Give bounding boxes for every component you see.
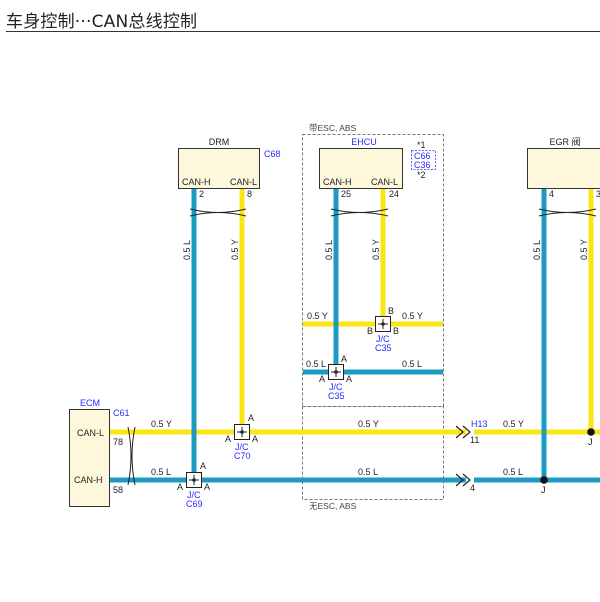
splice-j-lower-label: J	[541, 485, 546, 495]
jc69-name: J/C	[187, 490, 201, 500]
can-h-wires	[110, 189, 600, 483]
jc69-pin-right: A	[204, 482, 210, 492]
vertical-wire-labels: 0.5 L 0.5 Y 0.5 L 0.5 Y 0.5 L 0.5 Y	[182, 239, 589, 260]
jc35-lower-code: C35	[328, 391, 345, 401]
jc35-upper-right-label: 0.5 Y	[402, 311, 423, 321]
ecm-l-right-label: 0.5 Y	[503, 419, 524, 429]
drm-can-h-label: CAN-H	[182, 177, 211, 187]
ehcu-note-2: *2	[417, 170, 426, 180]
ecm-h-right-label: 0.5 L	[503, 467, 523, 477]
ehcu-module: EHCU CAN-H CAN-L 25 24 *1 C66 C36 *2	[319, 137, 436, 199]
ehcu-can-h-label: CAN-H	[323, 177, 352, 187]
ehcu-connector-c66: C66	[414, 151, 431, 161]
ehcu-connector-c36: C36	[414, 160, 431, 170]
ehcu-can-l-label: CAN-L	[371, 177, 398, 187]
drm-title: DRM	[209, 137, 230, 147]
header-divider	[6, 31, 600, 32]
junction-c35-lower: A A A J/C C35	[319, 354, 352, 401]
egr-title: EGR 阀	[549, 137, 580, 147]
ehcu-pin-l: 24	[389, 189, 399, 199]
region-label-without-esc: 无ESC, ABS	[309, 501, 357, 511]
jc35-upper-code: C35	[375, 343, 392, 353]
ehcu-h-wire-label: 0.5 L	[324, 240, 334, 260]
drm-twisted-pair-icon	[189, 208, 247, 217]
splice-j-upper-label: J	[588, 437, 593, 447]
splice-j-lower-dot	[540, 476, 548, 484]
region-label-with-esc: 带ESC, ABS	[309, 123, 357, 133]
ecm-pin-l: 78	[113, 437, 123, 447]
jc35-lower-name: J/C	[329, 382, 343, 392]
horizontal-wire-labels: 0.5 Y 0.5 Y 0.5 L 0.5 L 0.5 Y 0.5 Y 0.5 …	[151, 311, 524, 477]
h13-pin-h: 4	[470, 483, 475, 493]
ecm-l-left-label: 0.5 Y	[151, 419, 172, 429]
ecm-h-left-label: 0.5 L	[151, 467, 171, 477]
h13-can-l-chevron-icon	[455, 425, 471, 439]
jc35-lower-right-label: 0.5 L	[402, 359, 422, 369]
h13-code: H13	[471, 419, 488, 429]
jc69-pin-top: A	[200, 461, 206, 471]
splice-j-upper-dot	[587, 428, 595, 436]
drm-can-l-label: CAN-L	[230, 177, 257, 187]
page-title: 车身控制···CAN总线控制	[6, 12, 198, 32]
twisted-pair-symbols	[127, 208, 597, 486]
junction-c70: A A A J/C C70	[225, 413, 258, 461]
egr-twisted-pair-icon	[538, 208, 597, 217]
ecm-can-l-label: CAN-L	[77, 428, 104, 438]
ehcu-twisted-pair-icon	[330, 208, 389, 217]
ecm-h-mid-label: 0.5 L	[358, 467, 378, 477]
drm-l-wire-label: 0.5 Y	[230, 239, 240, 260]
egr-pin-h: 4	[549, 189, 554, 199]
ehcu-title: EHCU	[351, 137, 377, 147]
jc69-pin-left: A	[177, 482, 183, 492]
egr-module: EGR 阀 4 3	[527, 137, 600, 199]
drm-module: DRM C68 CAN-H CAN-L 2 8	[178, 137, 281, 199]
ehcu-pin-h: 25	[341, 189, 351, 199]
splice-points: J J	[540, 428, 595, 495]
jc70-pin-left: A	[225, 434, 231, 444]
ehcu-l-wire-label: 0.5 Y	[371, 239, 381, 260]
ecm-connector-code: C61	[113, 408, 130, 418]
drm-h-wire-label: 0.5 L	[182, 240, 192, 260]
jc35-lower-pin-top: A	[341, 354, 347, 364]
can-l-wires	[110, 189, 600, 435]
ecm-pin-h: 58	[113, 485, 123, 495]
inline-connector-h13: H13 11 4	[455, 419, 488, 493]
h13-pin-l: 11	[470, 435, 479, 445]
jc35-upper-pin-left: B	[367, 326, 373, 336]
ecm-title: ECM	[80, 398, 100, 408]
junction-c69: A A A J/C C69	[177, 461, 210, 509]
jc35-upper-pin-top: B	[388, 306, 394, 316]
jc70-code: C70	[234, 451, 251, 461]
jc35-upper-name: J/C	[376, 334, 390, 344]
jc35-lower-pin-left: A	[319, 374, 325, 384]
jc69-code: C69	[186, 499, 203, 509]
ecm-l-mid-label: 0.5 Y	[358, 419, 379, 429]
drm-connector-code: C68	[264, 149, 281, 159]
ecm-twisted-pair-icon	[127, 426, 136, 486]
jc35-lower-left-label: 0.5 L	[306, 359, 326, 369]
jc35-lower-pin-right: A	[346, 374, 352, 384]
ehcu-note-1: *1	[417, 140, 426, 150]
esc-abs-region-with	[302, 134, 444, 407]
drm-pin-l: 8	[247, 189, 252, 199]
h13-can-h-chevron-icon	[455, 473, 471, 487]
ecm-module: ECM C61 CAN-L CAN-H 78 58	[69, 398, 130, 507]
jc70-name: J/C	[235, 442, 249, 452]
ecm-can-h-label: CAN-H	[74, 475, 103, 485]
jc70-pin-top: A	[248, 413, 254, 423]
esc-abs-region-without	[302, 406, 444, 500]
egr-h-wire-label: 0.5 L	[532, 240, 542, 260]
jc35-upper-pin-right: B	[393, 326, 399, 336]
jc70-pin-right: A	[252, 434, 258, 444]
drm-pin-h: 2	[199, 189, 204, 199]
egr-pin-l: 3	[596, 189, 600, 199]
egr-l-wire-label: 0.5 Y	[579, 239, 589, 260]
junction-c35-upper: B B B J/C C35	[367, 306, 399, 353]
jc35-upper-left-label: 0.5 Y	[307, 311, 328, 321]
